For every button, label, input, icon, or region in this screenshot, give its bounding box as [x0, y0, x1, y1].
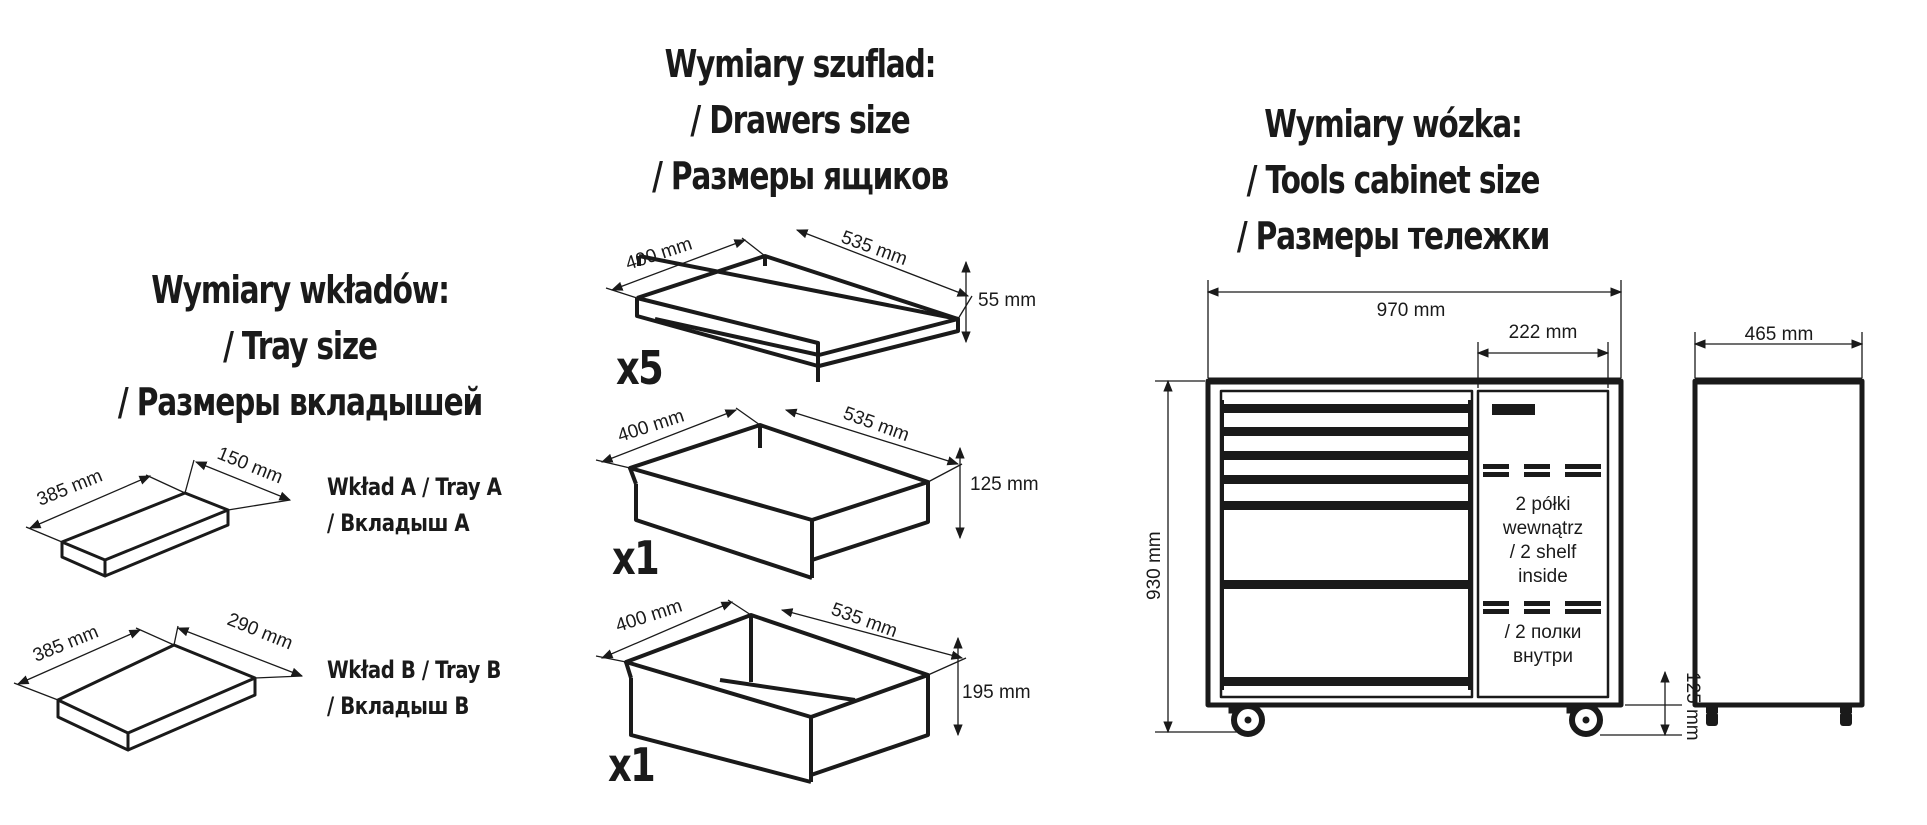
cabinet-width-label: 970 mm: [1377, 300, 1446, 321]
tray-b-drawing: [56, 643, 257, 752]
drawers-heading-line-2: / Drawers size: [690, 98, 910, 142]
drawer-125-drawing: [628, 423, 930, 580]
drawers-heading-line-1: Wymiary szuflad:: [664, 42, 937, 86]
trays-heading-line-2: / Tray size: [223, 324, 378, 368]
drawer-195-width-label: 400 mm: [613, 596, 685, 637]
tray-a-label-line-2: / Вкладыш A: [327, 509, 470, 537]
drawer-55-width-label: 400 mm: [623, 234, 695, 275]
drawer-125-dimensions: [595, 407, 965, 540]
shelf-note-line-5: / 2 полки: [1504, 622, 1582, 643]
cabinet-side-wheels: [1706, 705, 1852, 726]
shelf-note-line-2: wewnątrz: [1502, 518, 1584, 539]
shelf-note-line-4: inside: [1518, 566, 1568, 587]
cabinet-heading-line-2: / Tools cabinet size: [1246, 158, 1541, 202]
shelf-note-line-6: внутри: [1513, 646, 1573, 667]
compartment-handle: [1492, 404, 1535, 415]
cabinet-wheels: [1228, 703, 1603, 737]
tray-b-label: Wkład B / Tray B / Вкладыш B: [327, 652, 501, 724]
shelf-note-line-3: / 2 shelf: [1509, 542, 1577, 563]
drawer-55-depth-label: 535 mm: [838, 227, 910, 270]
shelf-note-line-1: 2 półki: [1515, 494, 1571, 515]
shelf-note-top: 2 półki wewnątrz / 2 shelf inside: [1478, 493, 1608, 589]
drawer-125-depth-label: 535 mm: [840, 403, 912, 446]
tray-b-label-line-2: / Вкладыш B: [327, 692, 470, 720]
tray-b-dimensions: [13, 625, 304, 701]
cabinet-heading-line-3: / Размеры тележки: [1236, 214, 1551, 258]
drawer-125-quantity: x1: [612, 531, 660, 585]
tray-b-width-label: 290 mm: [224, 609, 296, 654]
tray-a-dimensions: [25, 459, 292, 543]
trays-heading-line-1: Wymiary wkładów:: [151, 268, 450, 312]
tray-a-width-label: 150 mm: [214, 443, 286, 488]
trays-heading: Wymiary wkładów: / Tray size / Размеры в…: [82, 262, 519, 430]
cabinet-height-label: 930 mm: [1144, 531, 1165, 600]
drawer-55-height-label: 55 mm: [978, 290, 1036, 311]
drawer-55-quantity: x5: [616, 341, 664, 395]
cabinet-heading-line-1: Wymiary wózka:: [1264, 102, 1523, 146]
wheel-height-label: 125 mm: [1682, 672, 1703, 741]
compartment-width-label: 222 mm: [1509, 322, 1578, 343]
drawer-195-dimensions: [595, 599, 967, 737]
drawer-125-width-label: 400 mm: [615, 406, 687, 447]
drawers-heading: Wymiary szuflad: / Drawers size / Размер…: [613, 36, 987, 204]
cabinet-side-dimensions: [1693, 332, 1864, 378]
tray-a-label: Wkład A / Tray A / Вкладыш A: [327, 469, 502, 541]
drawers-heading-line-3: / Размеры ящиков: [652, 154, 949, 198]
drawer-195-height-label: 195 mm: [962, 682, 1031, 703]
drawer-195-quantity: x1: [608, 738, 656, 792]
tray-a-drawing: [60, 491, 230, 578]
cabinet-heading: Wymiary wózka: / Tools cabinet size / Ра…: [1210, 96, 1577, 264]
cabinet-side-drawing: [1692, 377, 1865, 708]
tray-a-length-label: 385 mm: [34, 465, 106, 510]
drawer-195-depth-label: 535 mm: [828, 599, 900, 642]
drawer-55-dimensions: [605, 229, 973, 344]
drawer-55-drawing: [635, 254, 960, 382]
cabinet-front-dimensions: [1155, 280, 1682, 737]
cabinet-drawer-handles: [1220, 400, 1472, 690]
tray-b-length-label: 385 mm: [30, 621, 102, 666]
drawer-195-drawing: [624, 613, 930, 784]
trays-heading-line-3: / Размеры вкладышей: [117, 380, 483, 424]
cabinet-depth-label: 465 mm: [1745, 324, 1814, 345]
tray-a-label-line-1: Wkład A / Tray A: [327, 473, 502, 501]
shelf-note-bottom: / 2 полки внутри: [1478, 621, 1608, 669]
drawer-125-height-label: 125 mm: [970, 474, 1039, 495]
tray-b-label-line-1: Wkład B / Tray B: [327, 656, 501, 684]
compartment-shelves: [1483, 464, 1601, 614]
